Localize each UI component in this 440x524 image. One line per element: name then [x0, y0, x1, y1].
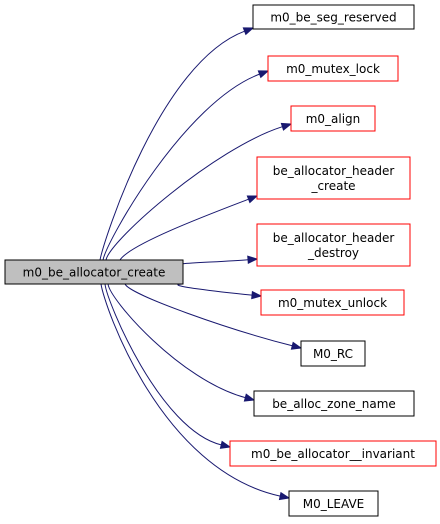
callee-node-label: _create — [310, 179, 355, 193]
arrowhead-icon — [278, 491, 291, 501]
callee-node-label: m0_be_seg_reserved — [270, 11, 396, 25]
call-edge — [177, 259, 249, 266]
root-node[interactable]: m0_be_allocator_create — [4, 259, 184, 285]
arrowhead-icon — [243, 393, 256, 402]
call-edge — [102, 73, 260, 261]
call-edge — [100, 283, 281, 497]
callee-node-box — [253, 390, 415, 417]
callee-nodes: m0_be_seg_reserved m0_mutex_lock m0_alignb… — [229, 4, 437, 517]
callee-node-label: _destroy — [307, 246, 359, 260]
arrowhead-icon — [247, 255, 259, 264]
arrowhead-icon — [246, 195, 259, 204]
callee-node-label: M0_LEAVE — [303, 497, 365, 511]
callee-node-label: M0_RC — [313, 347, 353, 361]
arrowhead-icon — [290, 341, 303, 350]
callee-node[interactable]: be_alloc_zone_name — [253, 390, 415, 417]
call-edge — [99, 30, 245, 261]
arrowhead-icon — [242, 27, 255, 36]
arrowhead-icon — [257, 70, 270, 79]
callee-node-box — [267, 55, 399, 82]
callee-node-label: be_allocator_header — [273, 231, 395, 245]
callee-node-label: m0_align — [306, 112, 361, 126]
callee-node-label: be_alloc_zone_name — [272, 397, 396, 411]
callee-node[interactable]: m0_mutex_unlock — [260, 289, 405, 316]
callee-node[interactable]: m0_be_seg_reserved — [252, 4, 415, 30]
callee-node-label: m0_mutex_lock — [286, 62, 380, 76]
callee-node-label: be_allocator_header — [273, 164, 395, 178]
call-edge — [124, 283, 293, 347]
callee-node[interactable]: M0_RC — [300, 340, 366, 367]
callee-node-label: m0_mutex_unlock — [278, 296, 387, 310]
callee-node-box — [252, 4, 415, 30]
call-edge — [105, 126, 283, 261]
callee-node[interactable]: m0_be_allocator__invariant — [229, 440, 437, 467]
root-node-box — [4, 259, 184, 285]
callee-node-box — [256, 156, 411, 200]
callee-node[interactable]: m0_mutex_lock — [267, 55, 399, 82]
call-edge — [119, 198, 249, 261]
callee-node-box — [256, 223, 411, 267]
callee-node-box — [290, 105, 376, 132]
callee-node-label: m0_be_allocator__invariant — [251, 447, 415, 461]
callee-node[interactable]: be_allocator_header_destroy — [256, 223, 411, 267]
callee-node-box — [288, 490, 379, 517]
call-edge — [107, 283, 246, 399]
call-edge — [104, 283, 222, 446]
callee-node-box — [260, 289, 405, 316]
call-edge — [177, 283, 253, 296]
callee-node[interactable]: be_allocator_header_create — [256, 156, 411, 200]
arrowhead-icon — [280, 122, 293, 131]
callee-node[interactable]: M0_LEAVE — [288, 490, 379, 517]
root-node-label: m0_be_allocator_create — [23, 266, 166, 280]
callee-node[interactable]: m0_align — [290, 105, 376, 132]
callee-node-box — [229, 440, 437, 467]
arrowhead-icon — [251, 290, 263, 300]
arrowhead-icon — [219, 440, 232, 449]
callee-node-box — [300, 340, 366, 367]
